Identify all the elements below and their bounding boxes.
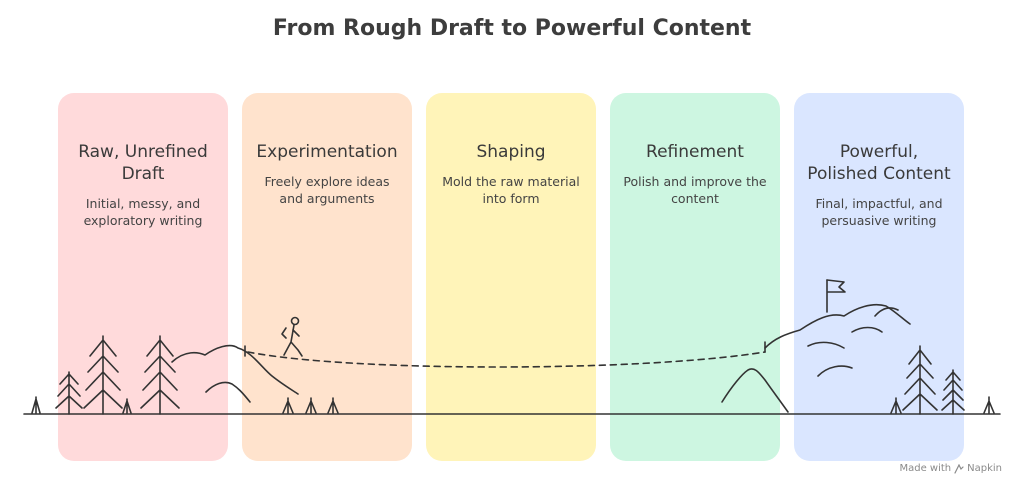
stage-title: Raw, Unrefined Draft (78, 142, 208, 184)
pine-tree-icon (55, 371, 83, 415)
stage-card-shaping: Shaping Mold the raw material into form (426, 93, 596, 461)
pine-tree-icon (941, 369, 965, 415)
pine-tree-icon (83, 335, 123, 415)
right-mountain (721, 303, 911, 413)
footer-brand: Napkin (967, 463, 1002, 474)
left-hill (171, 344, 299, 403)
stage-description: Freely explore ideas and arguments (264, 174, 390, 206)
napkin-logo-icon (954, 463, 964, 474)
stage-title: Experimentation (256, 142, 398, 162)
stage-title: Powerful, Polished Content (807, 142, 951, 184)
stage-card-polished-content: Powerful, Polished Content Final, impact… (794, 93, 964, 461)
page-title: From Rough Draft to Powerful Content (272, 16, 752, 41)
pine-tree-icon (902, 345, 938, 415)
stage-description: Polish and improve the content (623, 174, 767, 206)
footer-made-with: Made with (899, 463, 952, 474)
pine-tree-icon (140, 335, 180, 415)
footer-branding[interactable]: Made with Napkin (899, 463, 1002, 474)
stage-description: Initial, messy, and exploratory writing (83, 196, 203, 228)
stage-title: Refinement (646, 142, 744, 162)
journey-path (247, 351, 766, 368)
stage-card-raw-draft: Raw, Unrefined Draft Initial, messy, and… (58, 93, 228, 461)
stage-card-refinement: Refinement Polish and improve the conten… (610, 93, 780, 461)
stage-description: Final, impactful, and persuasive writing (815, 196, 943, 228)
grass-icon (31, 396, 995, 414)
stage-title: Shaping (476, 142, 546, 162)
stage-description: Mold the raw material into form (442, 174, 580, 206)
flag-icon (826, 279, 846, 313)
stage-card-experimentation: Experimentation Freely explore ideas and… (242, 93, 412, 461)
hiker-icon (281, 316, 303, 357)
